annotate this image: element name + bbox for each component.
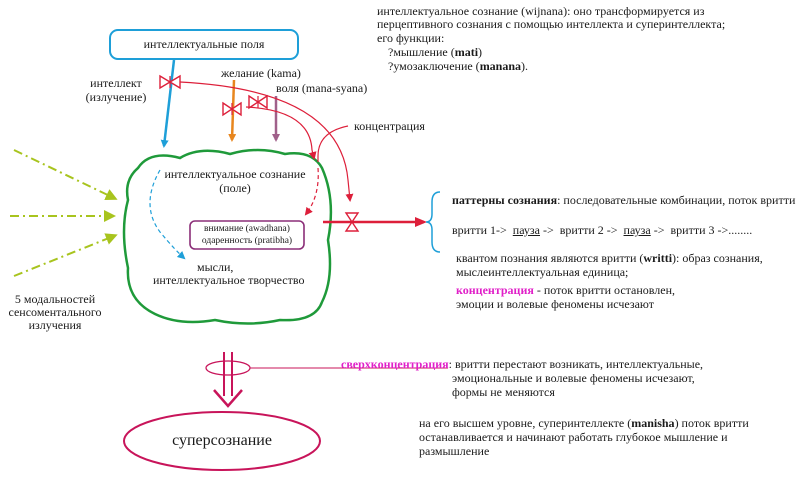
concentration-curve-2 xyxy=(245,106,317,160)
fields-box-label: интеллектуальные поля xyxy=(143,37,265,51)
header-line-3: его функции: xyxy=(377,31,445,45)
superconsciousness-label: суперсознание xyxy=(172,432,272,449)
modalities-label-1: 5 модальностей xyxy=(14,292,96,306)
consciousness-field xyxy=(122,148,333,325)
concentration-dashed-arrow xyxy=(304,167,319,216)
modality-arrow-3 xyxy=(13,233,118,277)
superconc-line-3: формы не меняются xyxy=(452,385,555,399)
superconc-line-2: эмоциональные и волевые феномены исчезаю… xyxy=(452,371,695,385)
bottom-line-3: размышление xyxy=(419,444,490,458)
fields-box xyxy=(109,29,299,60)
patterns-title: паттерны сознания: последовательные комб… xyxy=(452,193,796,207)
header-line-2: перцептивного сознания с помощью интелле… xyxy=(377,17,726,31)
concentration-desc-1: концентрация - поток вритти остановлен, xyxy=(456,283,676,297)
desire-label: желание (kama) xyxy=(221,66,301,80)
attention-label-2: одаренность (pratibha) xyxy=(201,236,293,246)
header-line-1: интеллектуальное сознание (wijnana): оно… xyxy=(377,4,705,18)
thoughts-label-1: мысли, xyxy=(197,260,234,274)
concentration-desc-2: эмоции и волевые феномены исчезают xyxy=(456,297,654,311)
concentration-pointer xyxy=(317,125,349,162)
thoughts-label-2: интеллектуальное творчество xyxy=(153,273,305,287)
modalities-label-3: излучения xyxy=(28,318,82,332)
thoughts-dashed-arrow xyxy=(149,169,186,260)
patterns-brace xyxy=(425,191,441,253)
quantum-line-1: квантом познания являются вритти (writti… xyxy=(456,251,763,265)
consciousness-label-2: (поле) xyxy=(219,181,251,195)
superconsciousness-ellipse xyxy=(123,411,321,471)
bottom-line-1: на его высшем уровне, суперинтеллекте (m… xyxy=(419,416,749,430)
superconc-ring xyxy=(205,360,251,376)
consciousness-label-1: интеллектуальное сознание xyxy=(164,167,306,181)
will-label: воля (mana-syana) xyxy=(276,81,368,95)
down-arrow-head xyxy=(213,389,243,408)
superconc-line-1: сверхконцентрация: вритти перестают возн… xyxy=(341,357,704,371)
intellect-arrow xyxy=(160,59,176,148)
intellect-label-2: (излучение) xyxy=(85,90,147,104)
modalities-label-2: сенсоментального xyxy=(8,305,102,319)
bottom-line-2: останавливается и начинают работать глуб… xyxy=(419,430,728,444)
quantum-line-2: мыслеинтеллектуальная единица; xyxy=(456,265,629,279)
attention-box xyxy=(189,220,305,250)
function-item-1: ?мышление (mati) xyxy=(388,45,483,59)
writti-sequence: вритти 1-> пауза -> вритти 2 -> пауза ->… xyxy=(452,223,753,237)
function-item-2: ?умозаключение (manana). xyxy=(388,59,529,73)
concentration-label: концентрация xyxy=(354,119,425,133)
intellect-label-1: интеллект xyxy=(90,76,142,90)
concentration-curve-1 xyxy=(179,81,354,202)
modality-arrow-1 xyxy=(13,149,118,200)
attention-label-1: внимание (awadhana) xyxy=(204,224,290,234)
